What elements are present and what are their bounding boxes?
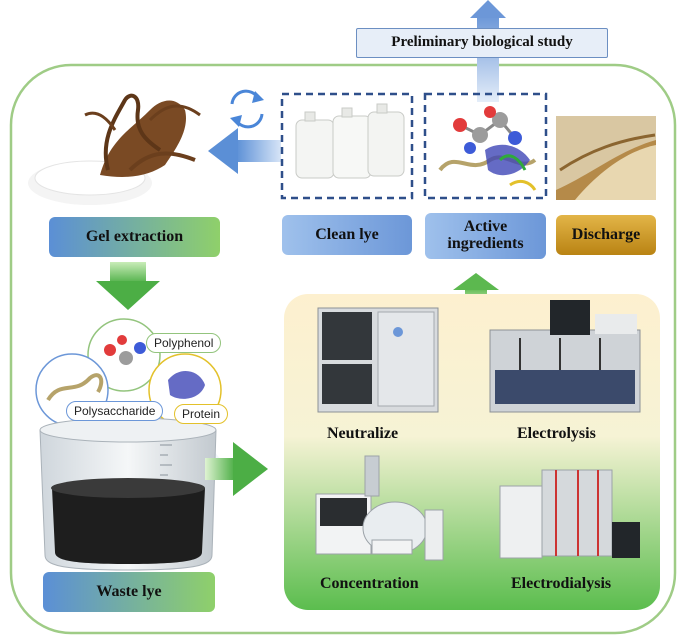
concentration-machine <box>315 455 444 561</box>
polyphenol-molecule <box>104 335 146 365</box>
seaweed-image <box>28 93 201 205</box>
electrolysis-machine <box>489 300 641 413</box>
clean-lye-dashed-frame <box>280 92 414 200</box>
polyphenol-tag: Polyphenol <box>146 333 222 353</box>
active-ingredients-dashed-frame <box>423 92 548 200</box>
polysaccharide-chain <box>46 373 104 402</box>
active-ingredients-label: Active ingredients <box>425 213 546 259</box>
neutralize-label: Neutralize <box>327 425 399 442</box>
gel-extraction-label: Gel extraction <box>49 217 220 257</box>
discharge-label: Discharge <box>556 215 656 255</box>
neutralize-machine <box>317 307 439 413</box>
molecule-image <box>438 106 537 191</box>
waste-lye-label: Waste lye <box>43 572 215 612</box>
recycle-icon <box>230 89 264 129</box>
electrodialysis-machine <box>499 469 640 559</box>
concentration-label: Concentration <box>320 575 419 592</box>
protein-structure <box>168 370 205 399</box>
right-arrow-treatment <box>205 442 268 496</box>
beaker-image <box>39 417 217 571</box>
discharge-image <box>556 116 656 200</box>
preliminary-study-box: Preliminary biological study <box>356 28 608 58</box>
protein-tag: Protein <box>174 404 229 424</box>
electrolysis-label: Electrolysis <box>517 425 596 442</box>
electrodialysis-label: Electrodialysis <box>511 575 612 592</box>
jerry-cans-image <box>295 103 405 179</box>
clean-lye-label: Clean lye <box>282 215 412 255</box>
down-arrow-gel <box>96 262 160 310</box>
recycle-left-arrow <box>208 128 281 174</box>
outer-frame <box>9 63 677 635</box>
polysaccharide-tag: Polysaccharide <box>66 401 164 421</box>
